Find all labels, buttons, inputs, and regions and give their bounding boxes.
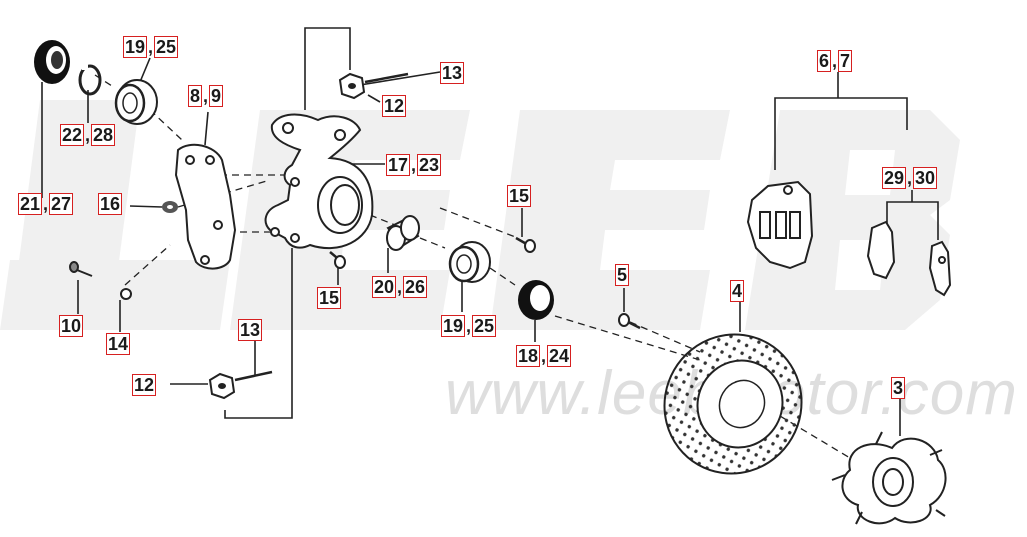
part-number: 25 <box>154 36 179 58</box>
callout-22-28: 22,28 <box>60 124 116 146</box>
seal-part <box>34 40 70 84</box>
part-number: 21 <box>18 193 43 215</box>
part-number: 8 <box>188 85 203 107</box>
part-number: 16 <box>98 193 123 215</box>
part-number: 29 <box>882 167 907 189</box>
bolt-part-15-right <box>515 236 536 253</box>
callout-12-bottom: 12 <box>132 374 157 396</box>
nut-part-16 <box>162 201 178 213</box>
part-number: 30 <box>913 167 938 189</box>
nut-bolt-top <box>338 72 409 100</box>
bolt-part-10 <box>69 261 93 277</box>
brake-pads-part <box>866 220 952 297</box>
callout-10: 10 <box>59 315 84 337</box>
part-number: 26 <box>403 276 428 298</box>
part-number: 23 <box>417 154 442 176</box>
callout-29-30: 29,30 <box>882 167 938 189</box>
callout-3: 3 <box>891 377 906 399</box>
part-number: 12 <box>132 374 157 396</box>
part-number: 18 <box>516 345 541 367</box>
part-number: 17 <box>386 154 411 176</box>
callout-13-top: 13 <box>440 62 465 84</box>
callout-8-9: 8,9 <box>188 85 224 107</box>
callout-18-24: 18,24 <box>516 345 572 367</box>
callout-12-top: 12 <box>382 95 407 117</box>
callout-6-7: 6,7 <box>817 50 853 72</box>
part-number: 14 <box>106 333 131 355</box>
bearing-part-top <box>114 79 158 125</box>
brake-caliper-part <box>746 180 814 270</box>
callout-5: 5 <box>615 264 630 286</box>
bolt-part-5 <box>618 313 641 330</box>
callout-20-26: 20,26 <box>372 276 428 298</box>
bearing-part-mid <box>448 241 491 283</box>
part-number: 4 <box>730 280 745 302</box>
callout-21-27: 21,27 <box>18 193 74 215</box>
nut-bolt-bottom <box>208 370 273 400</box>
callout-13-bottom: 13 <box>238 319 263 341</box>
part-number: 9 <box>209 85 224 107</box>
circlip-part <box>78 64 102 96</box>
leader-lines <box>41 27 939 436</box>
seal-part-mid <box>518 280 554 320</box>
part-number: 6 <box>817 50 832 72</box>
part-number: 7 <box>838 50 853 72</box>
part-number: 10 <box>59 315 84 337</box>
part-number: 25 <box>472 315 497 337</box>
part-number: 3 <box>891 377 906 399</box>
part-number: 13 <box>440 62 465 84</box>
bracket-part <box>174 143 237 270</box>
callout-17-23: 17,23 <box>386 154 442 176</box>
washer-part-14 <box>120 288 132 300</box>
callout-19-25-mid: 19,25 <box>441 315 497 337</box>
part-number: 19 <box>123 36 148 58</box>
callout-19-25-top: 19,25 <box>123 36 179 58</box>
callout-15-right: 15 <box>507 185 532 207</box>
callout-15-left: 15 <box>317 287 342 309</box>
part-number: 28 <box>91 124 116 146</box>
part-number: 5 <box>615 264 630 286</box>
part-number: 20 <box>372 276 397 298</box>
callout-4: 4 <box>730 280 745 302</box>
knuckle-part <box>264 113 374 250</box>
brake-disc-part <box>663 333 803 475</box>
callout-16: 16 <box>98 193 123 215</box>
wheel-hub-part <box>831 431 947 525</box>
part-number: 22 <box>60 124 85 146</box>
part-number: 15 <box>317 287 342 309</box>
bolt-part-15-left <box>329 251 346 269</box>
spacer-part <box>386 215 420 251</box>
part-number: 24 <box>547 345 572 367</box>
part-number: 19 <box>441 315 466 337</box>
callout-14: 14 <box>106 333 131 355</box>
part-number: 13 <box>238 319 263 341</box>
part-number: 27 <box>49 193 74 215</box>
part-number: 15 <box>507 185 532 207</box>
part-number: 12 <box>382 95 407 117</box>
